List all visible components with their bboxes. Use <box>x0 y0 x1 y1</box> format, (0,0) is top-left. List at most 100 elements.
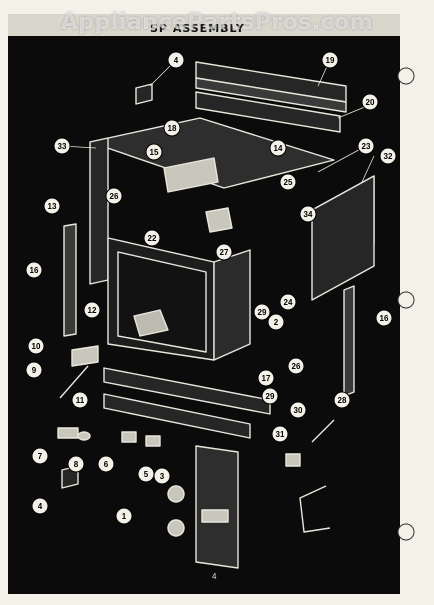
part-31-base-trim <box>103 393 251 439</box>
binder-hole <box>397 523 415 541</box>
svg-text:11: 11 <box>76 396 85 405</box>
page-number: 4 <box>212 572 217 581</box>
callout-33: 33 <box>53 137 71 155</box>
control-panel <box>195 445 239 569</box>
svg-text:30: 30 <box>294 406 303 415</box>
svg-text:7: 7 <box>38 452 43 461</box>
svg-text:26: 26 <box>110 192 119 201</box>
callout-17: 17 <box>257 369 275 387</box>
callout-18: 18 <box>163 119 181 137</box>
callout-4: 4 <box>167 51 185 69</box>
callout-16: 16 <box>25 261 43 279</box>
part-1-knob <box>167 519 185 537</box>
callout-34: 34 <box>299 205 317 223</box>
svg-text:34: 34 <box>304 210 313 219</box>
callout-9: 9 <box>25 361 43 379</box>
callout-21: 22 <box>143 229 161 247</box>
callout-28: 28 <box>333 391 351 409</box>
callout-27: 27 <box>215 243 233 261</box>
callout-12: 12 <box>83 301 101 319</box>
callout-25: 25 <box>279 173 297 191</box>
callout-15: 15 <box>145 143 163 161</box>
part-28-cord <box>299 419 335 533</box>
part-12-bracket <box>133 309 169 337</box>
part-9-rod <box>59 365 89 399</box>
callout-1: 1 <box>115 507 133 525</box>
callout-30: 30 <box>289 401 307 419</box>
callout-24: 26 <box>287 357 305 375</box>
svg-text:32: 32 <box>384 152 393 161</box>
svg-text:4: 4 <box>38 502 43 511</box>
part-16-right-strip <box>343 285 355 397</box>
part-1-knob <box>167 485 185 503</box>
callout-13: 13 <box>43 197 61 215</box>
callout-23: 24 <box>279 293 297 311</box>
callout-32: 32 <box>379 147 397 165</box>
part-32-right-panel-face <box>311 175 375 301</box>
svg-text:16: 16 <box>30 266 39 275</box>
part-19-top-trim-face <box>195 77 347 113</box>
svg-text:26: 26 <box>292 362 301 371</box>
callout-22: 23 <box>357 137 375 155</box>
callout-19: 19 <box>321 51 339 69</box>
svg-text:24: 24 <box>284 298 293 307</box>
svg-text:16: 16 <box>380 314 389 323</box>
callout-29: 29 <box>253 303 271 321</box>
part-27-box <box>205 207 233 233</box>
callout-2: 2 <box>267 313 285 331</box>
callout-31: 31 <box>271 425 289 443</box>
svg-text:1: 1 <box>122 512 127 521</box>
part-30-lower-trim <box>103 367 271 415</box>
control-panel-buttons <box>201 509 229 523</box>
svg-text:28: 28 <box>338 396 347 405</box>
callout-5: 5 <box>137 465 155 483</box>
callout-7: 7 <box>31 447 49 465</box>
callout-20: 20 <box>361 93 379 111</box>
binder-hole <box>397 67 415 85</box>
part-5-terminal <box>145 435 161 447</box>
callout-10: 10 <box>27 337 45 355</box>
callout-3: 3 <box>153 467 171 485</box>
part-33-left-panel <box>89 137 109 285</box>
svg-text:8: 8 <box>74 460 79 469</box>
svg-text:15: 15 <box>150 148 159 157</box>
part-28-plug <box>285 453 301 467</box>
svg-text:9: 9 <box>32 366 37 375</box>
part-18-bracket <box>163 157 219 193</box>
svg-text:5: 5 <box>144 470 149 479</box>
callout-29-lower: 29 <box>261 387 279 405</box>
svg-text:13: 13 <box>48 202 57 211</box>
callouts: 4 19 20 33 18 15 14 23 32 25 26 13 34 22… <box>25 51 397 525</box>
svg-text:12: 12 <box>88 306 97 315</box>
part-10-bracket <box>71 345 99 367</box>
callout-8: 8 <box>67 455 85 473</box>
svg-text:19: 19 <box>326 56 335 65</box>
svg-text:27: 27 <box>220 248 229 257</box>
svg-text:25: 25 <box>284 178 293 187</box>
svg-text:3: 3 <box>160 472 165 481</box>
svg-text:20: 20 <box>366 98 375 107</box>
svg-text:18: 18 <box>168 124 177 133</box>
svg-text:29: 29 <box>258 308 267 317</box>
svg-text:22: 22 <box>148 234 157 243</box>
binder-hole <box>397 291 415 309</box>
callout-16-right: 16 <box>375 309 393 327</box>
part-16-left-strip <box>63 223 77 337</box>
svg-text:10: 10 <box>32 342 41 351</box>
svg-text:29: 29 <box>266 392 275 401</box>
callout-11: 11 <box>71 391 89 409</box>
svg-text:2: 2 <box>274 318 279 327</box>
svg-text:14: 14 <box>274 144 283 153</box>
diagram-title: SP ASSEMBLY <box>150 22 245 35</box>
callout-6: 6 <box>97 455 115 473</box>
svg-text:6: 6 <box>104 460 109 469</box>
part-4-bracket-top <box>135 83 153 105</box>
svg-text:23: 23 <box>362 142 371 151</box>
callout-26: 26 <box>105 187 123 205</box>
part-8-cap <box>77 431 91 441</box>
control-side-block <box>213 249 251 361</box>
svg-text:31: 31 <box>276 430 285 439</box>
callout-14: 14 <box>269 139 287 157</box>
